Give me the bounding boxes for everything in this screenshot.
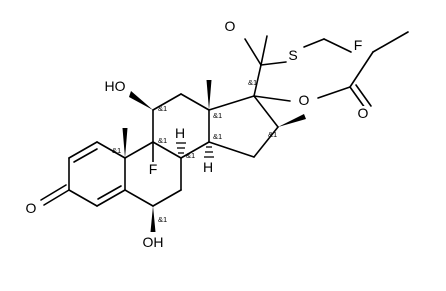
bond-c16-c15 [253, 126, 279, 158]
atom-oh-c11: HO [105, 78, 126, 94]
stereo-label-c16: &1 [268, 130, 277, 139]
bond-c1-c2 [68, 141, 98, 159]
stereo-label-c17: &1 [248, 78, 257, 87]
bond-ester-ch2 [349, 51, 374, 88]
bond-c15-c14 [208, 141, 255, 158]
stereo-label-c9: &1 [158, 136, 167, 145]
stereo-label-c6: &1 [158, 215, 167, 224]
bond-c12-c13 [180, 93, 210, 111]
wedge-oh-c11 [129, 91, 153, 110]
bond-c1-c2-double [73, 148, 98, 163]
bond-c4-c5-double [97, 185, 122, 200]
wedge-oh-c6 [150, 206, 156, 232]
bond-c20-o-double [244, 38, 262, 66]
bond-ester-c-o [349, 86, 366, 109]
bond-s-ch2 [303, 38, 325, 48]
bond-ch2-ch3 [372, 31, 409, 53]
stereo-label-c8: &1 [186, 151, 195, 160]
atom-oh-c6: OH [143, 234, 164, 250]
wedge-methyl-c16 [278, 114, 306, 127]
wedge-methyl-c18 [206, 80, 212, 110]
bond-c17-o [253, 95, 291, 102]
atom-o-ester-carbonyl: O [358, 105, 369, 121]
stereo-label-c13: &1 [213, 111, 222, 120]
bond-c7-c6 [152, 189, 182, 207]
atom-f-fluoromethyl: F [354, 37, 363, 53]
atom-o-c3-keto: O [26, 200, 37, 216]
bond-c10-c9 [124, 141, 154, 159]
bond-c17-c16 [253, 95, 279, 128]
bond-c13-c17 [208, 95, 255, 111]
bond-c3-o [43, 189, 70, 206]
bond-c14-c8 [180, 141, 210, 159]
bond-c20-o [260, 35, 268, 66]
bond-c10-c1 [96, 141, 126, 159]
bond-o-c-ester [317, 86, 351, 99]
atom-h-c8: H [175, 125, 185, 141]
atom-o-carbonyl-top: O [225, 18, 236, 34]
bond-c11-c12 [152, 93, 182, 111]
bond-c3-c4 [68, 189, 98, 207]
atom-f-c9: F [149, 161, 158, 177]
atom-s-thio: S [288, 47, 297, 63]
atom-h-c14: H [203, 159, 213, 175]
bond-c3-o-double [40, 184, 67, 201]
atom-o-ester: O [299, 92, 310, 108]
bond-ch2-f [323, 38, 352, 53]
stereo-label-c10: &1 [112, 146, 121, 155]
bond-c6-c5 [124, 189, 154, 207]
bond-c4-c5 [96, 189, 126, 207]
bond-c17-c20 [253, 64, 262, 97]
bond-ester-c-o-double [355, 84, 372, 107]
bond-c9-c8 [152, 141, 182, 159]
stereo-label-c11: &1 [158, 104, 167, 113]
bond-c20-s [260, 61, 287, 66]
stereo-label-c14: &1 [213, 132, 222, 141]
wedge-methyl-c19 [122, 128, 128, 158]
